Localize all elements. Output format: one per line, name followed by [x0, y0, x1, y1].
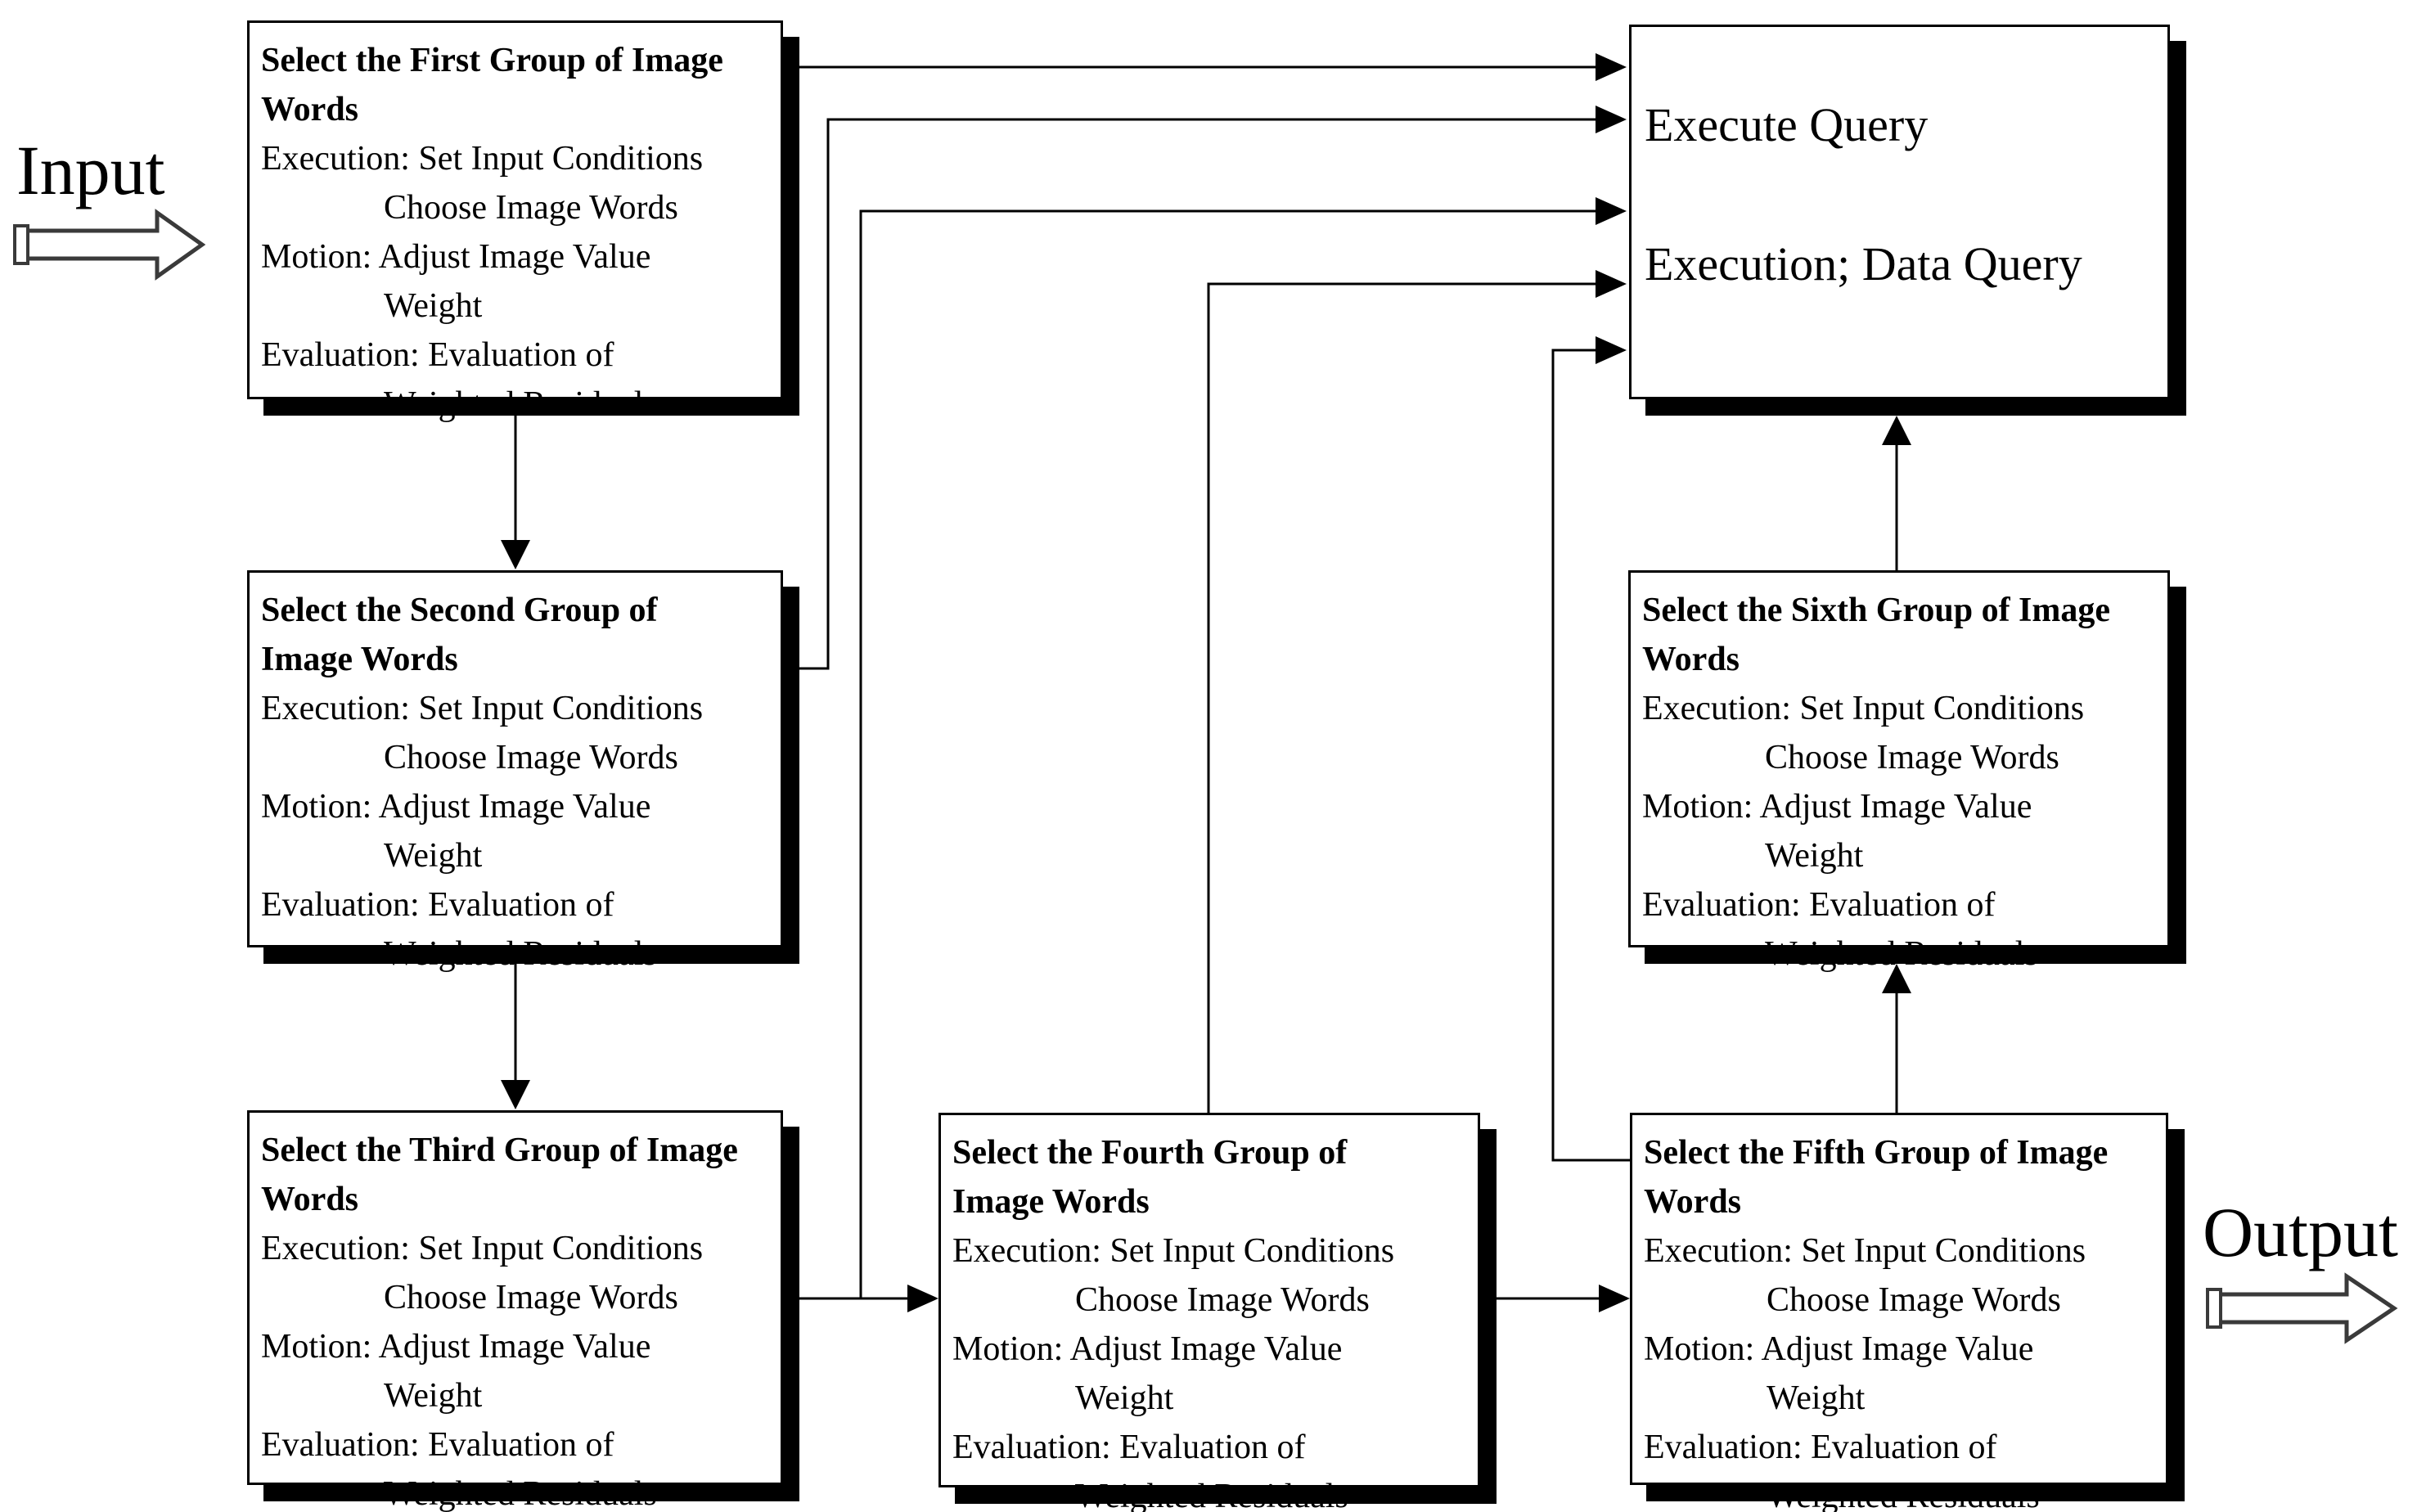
arrowhead: [1596, 270, 1627, 298]
motion-sub-line: Weight: [1767, 1379, 1866, 1417]
group-box-title: Select the Fifth Group of Image Words: [1644, 1134, 2109, 1221]
connector-fifth-to-query: [1551, 336, 1630, 1162]
execute-query-box: Execute Query Execution; Data Query: [1629, 25, 2170, 399]
evaluation-line: Evaluation: Evaluation of: [261, 886, 614, 924]
arrowhead: [1596, 106, 1627, 133]
evaluation-sub-line: Weighted Residuals: [1765, 935, 2038, 973]
group-box-title: Select the Third Group of Image Words: [261, 1132, 738, 1218]
arrowhead: [501, 540, 530, 569]
evaluation-line: Evaluation: Evaluation of: [261, 336, 614, 374]
motion-sub-line: Weight: [1765, 837, 1864, 875]
evaluation-line: Evaluation: Evaluation of: [1644, 1429, 1997, 1466]
motion-sub-line: Weight: [384, 837, 483, 875]
evaluation-sub-line: Weighted Residuals: [384, 935, 657, 973]
motion-line: Motion: Adjust Image Value: [261, 788, 651, 826]
input-arrow: [13, 209, 206, 281]
connector-fifth-to-sixth: [1882, 964, 1911, 1113]
group-box-title: Select the Sixth Group of Image Words: [1642, 592, 2111, 678]
execution-data-query-line: Execution; Data Query: [1645, 237, 2082, 290]
group-box-title: Select the Second Group of Image Words: [261, 592, 658, 678]
arrowhead: [1596, 336, 1627, 364]
motion-sub-line: Weight: [1075, 1379, 1174, 1417]
execution-sub-line: Choose Image Words: [384, 1279, 678, 1316]
group-box-first: Select the First Group of Image Words Ex…: [247, 20, 783, 423]
output-arrow: [2206, 1272, 2398, 1344]
output-arrow-tail: [2206, 1288, 2222, 1329]
group-box-fifth: Select the Fifth Group of Image Words Ex…: [1630, 1113, 2168, 1512]
connector-first-to-query: [783, 53, 1627, 81]
input-arrow-tail: [13, 224, 29, 265]
execution-line: Execution: Set Input Conditions: [261, 140, 704, 178]
execution-sub-line: Choose Image Words: [384, 739, 678, 776]
evaluation-sub-line: Weighted Residuals: [384, 385, 657, 423]
motion-line: Motion: Adjust Image Value: [261, 1328, 651, 1366]
motion-line: Motion: Adjust Image Value: [1642, 788, 2032, 826]
group-box-title: Select the Fourth Group of Image Words: [952, 1134, 1348, 1221]
arrowhead: [1596, 53, 1627, 81]
execution-line: Execution: Set Input Conditions: [261, 1230, 704, 1267]
motion-line: Motion: Adjust Image Value: [1644, 1330, 2034, 1368]
motion-sub-line: Weight: [384, 287, 483, 325]
motion-sub-line: Weight: [384, 1377, 483, 1415]
evaluation-line: Evaluation: Evaluation of: [1642, 886, 1996, 924]
group-box-third: Select the Third Group of Image Words Ex…: [247, 1110, 783, 1512]
arrowhead: [1882, 416, 1911, 445]
arrowhead: [1599, 1285, 1630, 1312]
execution-line: Execution: Set Input Conditions: [952, 1232, 1395, 1270]
execute-query-line: Execute Query: [1645, 98, 1929, 151]
output-label: Output: [2203, 1193, 2398, 1271]
execution-sub-line: Choose Image Words: [1765, 739, 2059, 776]
execution-sub-line: Choose Image Words: [384, 189, 678, 227]
evaluation-sub-line: Weighted Residuals: [384, 1475, 657, 1512]
arrowhead: [501, 1080, 530, 1109]
group-box-title: Select the First Group of Image Words: [261, 42, 723, 128]
group-box-second: Select the Second Group of Image Words E…: [247, 570, 783, 973]
group-box-fourth: Select the Fourth Group of Image Words E…: [938, 1113, 1480, 1512]
connector-second-to-query: [783, 106, 1627, 670]
motion-line: Motion: Adjust Image Value: [261, 238, 651, 276]
execution-line: Execution: Set Input Conditions: [1644, 1232, 2086, 1270]
group-box-sixth: Select the Sixth Group of Image Words Ex…: [1628, 570, 2170, 973]
motion-line: Motion: Adjust Image Value: [952, 1330, 1343, 1368]
execution-sub-line: Choose Image Words: [1075, 1281, 1370, 1319]
arrowhead: [1596, 197, 1627, 225]
evaluation-line: Evaluation: Evaluation of: [952, 1429, 1306, 1466]
connector-sixth-to-query: [1882, 416, 1911, 570]
evaluation-sub-line: Weighted Residuals: [1767, 1478, 2040, 1512]
evaluation-sub-line: Weighted Residuals: [1075, 1478, 1348, 1512]
evaluation-line: Evaluation: Evaluation of: [261, 1426, 614, 1464]
execution-sub-line: Choose Image Words: [1767, 1281, 2061, 1319]
execution-line: Execution: Set Input Conditions: [261, 690, 704, 727]
arrowhead: [907, 1285, 938, 1312]
connector-fourth-to-query: [1207, 270, 1627, 1113]
input-label: Input: [16, 131, 165, 209]
execution-line: Execution: Set Input Conditions: [1642, 690, 2085, 727]
connector-third-to-fourth: [783, 1285, 938, 1312]
connector-fourth-to-fifth: [1480, 1285, 1630, 1312]
